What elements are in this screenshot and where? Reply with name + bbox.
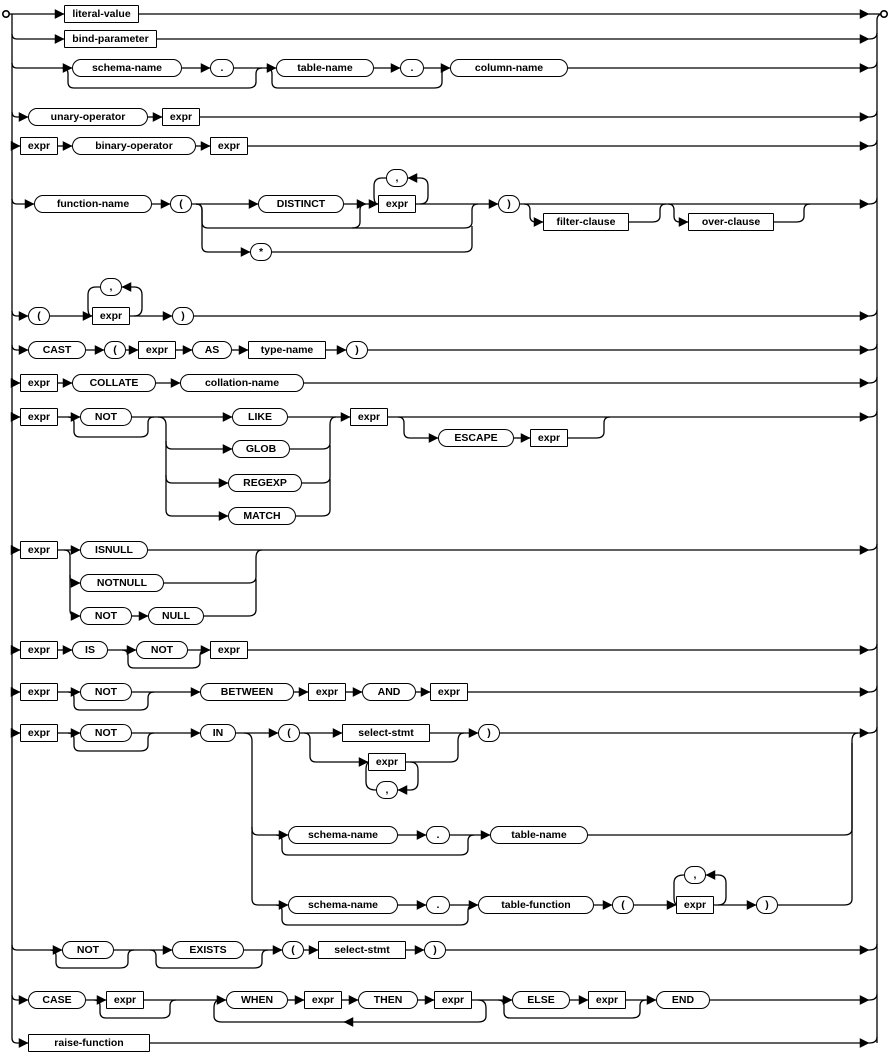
terminal-else: ELSE	[512, 991, 570, 1009]
terminal-exists: EXISTS	[172, 941, 244, 959]
terminal-schema-name: schema-name	[288, 826, 398, 844]
nonterminal-expr: expr	[210, 137, 248, 155]
nonterminal-select-stmt: select-stmt	[342, 724, 430, 742]
nonterminal-select-stmt: select-stmt	[318, 941, 406, 959]
terminal-not: NOT	[80, 724, 132, 742]
nonterminal-expr: expr	[20, 724, 58, 742]
terminal-match: MATCH	[228, 507, 296, 525]
nonterminal-type-name: type-name	[248, 341, 326, 359]
terminal-collate: COLLATE	[72, 374, 156, 392]
terminal-table-name: table-name	[276, 59, 374, 77]
terminal-unary-operator: unary-operator	[28, 108, 148, 126]
terminal-notnull: NOTNULL	[80, 574, 164, 592]
terminal-when: WHEN	[226, 991, 288, 1009]
terminal-collation-name: collation-name	[180, 374, 304, 392]
terminal-close-paren: )	[424, 941, 446, 959]
terminal-distinct: DISTINCT	[258, 195, 344, 213]
terminal-open-paren: (	[612, 896, 634, 914]
terminal-case: CASE	[28, 991, 86, 1009]
nonterminal-expr: expr	[20, 137, 58, 155]
nonterminal-expr: expr	[20, 408, 58, 426]
terminal-cast: CAST	[28, 341, 86, 359]
terminal-schema-name: schema-name	[72, 59, 182, 77]
terminal-close-paren: )	[346, 341, 368, 359]
terminal-comma: ,	[684, 866, 706, 884]
entry-terminal-icon	[1, 10, 11, 19]
nonterminal-bind-parameter: bind-parameter	[64, 30, 157, 48]
exit-terminal-icon	[879, 10, 888, 19]
terminal-comma: ,	[100, 278, 122, 296]
terminal-comma: ,	[386, 169, 408, 187]
nonterminal-expr: expr	[162, 108, 200, 126]
terminal-function-name: function-name	[34, 195, 152, 213]
terminal-dot: .	[426, 826, 450, 844]
terminal-is: IS	[72, 641, 108, 659]
terminal-star: *	[250, 243, 272, 261]
terminal-open-paren: (	[282, 941, 304, 959]
terminal-escape: ESCAPE	[438, 429, 514, 447]
nonterminal-expr: expr	[304, 991, 342, 1009]
nonterminal-over-clause: over-clause	[688, 213, 774, 231]
nonterminal-expr: expr	[20, 374, 58, 392]
terminal-not: NOT	[80, 607, 132, 625]
nonterminal-expr: expr	[138, 341, 176, 359]
terminal-table-function: table-function	[478, 896, 594, 914]
nonterminal-expr: expr	[588, 991, 626, 1009]
nonterminal-expr: expr	[20, 683, 58, 701]
nonterminal-expr: expr	[434, 991, 472, 1009]
nonterminal-expr: expr	[350, 408, 388, 426]
nonterminal-expr: expr	[20, 641, 58, 659]
terminal-dot: .	[400, 59, 424, 77]
terminal-close-paren: )	[756, 896, 778, 914]
nonterminal-literal-value: literal-value	[64, 5, 139, 23]
terminal-not: NOT	[80, 408, 132, 426]
nonterminal-filter-clause: filter-clause	[543, 213, 629, 231]
nonterminal-expr: expr	[378, 195, 416, 213]
terminal-not: NOT	[136, 641, 188, 659]
terminal-then: THEN	[358, 991, 418, 1009]
terminal-isnull: ISNULL	[80, 541, 148, 559]
terminal-not: NOT	[62, 941, 114, 959]
terminal-open-paren: (	[104, 341, 126, 359]
nonterminal-expr: expr	[430, 683, 468, 701]
terminal-like: LIKE	[232, 408, 288, 426]
terminal-not: NOT	[80, 683, 132, 701]
terminal-binary-operator: binary-operator	[72, 137, 196, 155]
terminal-regexp: REGEXP	[228, 474, 302, 492]
nonterminal-expr: expr	[308, 683, 346, 701]
terminal-close-paren: )	[478, 724, 500, 742]
nonterminal-expr: expr	[676, 896, 714, 914]
terminal-end: END	[656, 991, 710, 1009]
nonterminal-expr: expr	[210, 641, 248, 659]
nonterminal-expr: expr	[368, 753, 406, 771]
nonterminal-expr: expr	[92, 307, 130, 325]
terminal-as: AS	[192, 341, 232, 359]
terminal-close-paren: )	[172, 307, 194, 325]
terminal-close-paren: )	[498, 195, 520, 213]
nonterminal-expr: expr	[530, 429, 568, 447]
terminal-table-name: table-name	[490, 826, 588, 844]
nonterminal-expr: expr	[20, 541, 58, 559]
terminal-null: NULL	[148, 607, 204, 625]
terminal-dot: .	[210, 59, 234, 77]
terminal-open-paren: (	[28, 307, 50, 325]
terminal-dot: .	[426, 896, 450, 914]
terminal-in: IN	[200, 724, 236, 742]
terminal-open-paren: (	[278, 724, 300, 742]
terminal-comma: ,	[376, 781, 398, 799]
terminal-glob: GLOB	[232, 440, 290, 458]
nonterminal-expr: expr	[106, 991, 144, 1009]
nonterminal-raise-function: raise-function	[28, 1034, 150, 1052]
terminal-and: AND	[362, 683, 416, 701]
terminal-schema-name: schema-name	[288, 896, 398, 914]
terminal-open-paren: (	[170, 195, 192, 213]
terminal-between: BETWEEN	[200, 683, 294, 701]
terminal-column-name: column-name	[450, 59, 568, 77]
